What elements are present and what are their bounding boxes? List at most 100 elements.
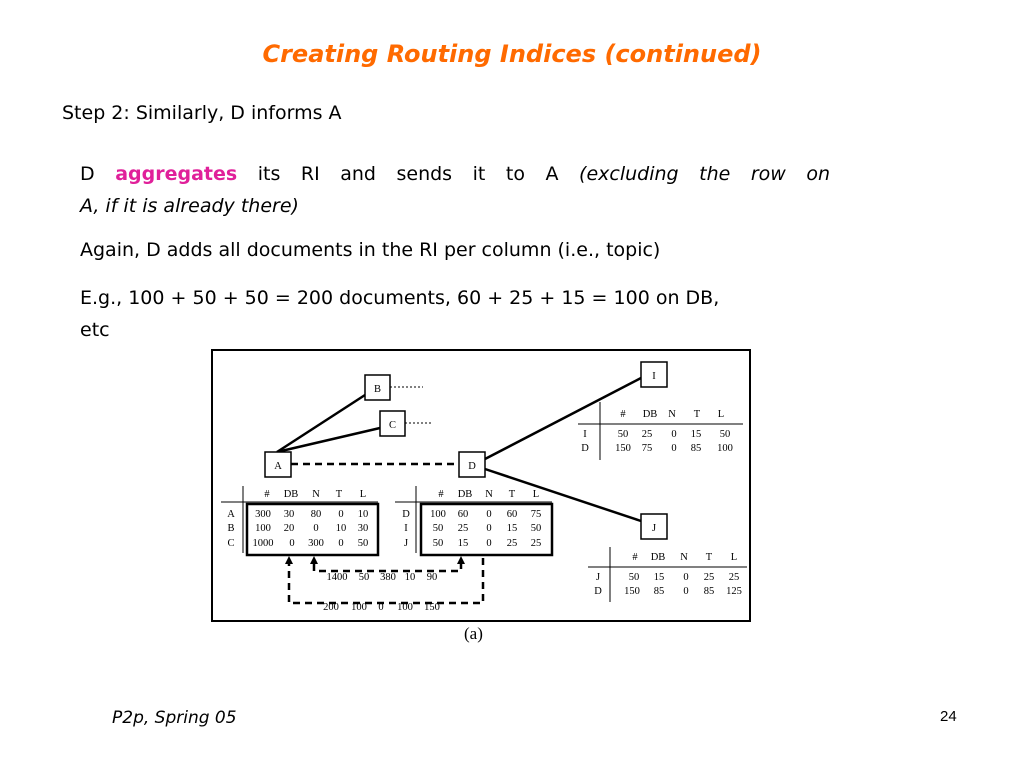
svg-text:0: 0 [486, 538, 491, 549]
arrowhead-to-table-d-icon [457, 556, 465, 564]
edge-d-j [484, 467, 642, 523]
svg-text:L: L [360, 489, 366, 500]
svg-text:10: 10 [358, 509, 369, 520]
message-loop-upper: 1400 50 380 10 90 [310, 556, 465, 583]
routing-index-diagram: B C A D I J # DB N [221, 361, 747, 613]
bullet-2: Again, D adds all documents in the RI pe… [80, 239, 661, 261]
svg-text:25: 25 [642, 429, 653, 440]
svg-text:150: 150 [624, 586, 640, 597]
bullet-1-italic-1: (excluding the row on [579, 163, 831, 185]
svg-text:DB: DB [284, 489, 299, 500]
footer-course: P2p, Spring 05 [112, 708, 237, 728]
svg-text:0: 0 [683, 586, 688, 597]
svg-text:100: 100 [430, 509, 446, 520]
bullet-1-line-1: D aggregates its RI and sends it to A (e… [80, 158, 830, 190]
svg-text:L: L [533, 489, 539, 500]
svg-text:D: D [581, 443, 589, 454]
table-a-row: A 300 30 80 0 10 [227, 509, 368, 520]
arrowhead-lower-to-table-a-icon [285, 556, 293, 564]
svg-text:85: 85 [704, 586, 715, 597]
svg-text:50: 50 [618, 429, 629, 440]
svg-text:30: 30 [284, 509, 295, 520]
svg-text:100: 100 [717, 443, 733, 454]
svg-text:50: 50 [359, 572, 370, 583]
bullet-3-line-1: E.g., 100 + 50 + 50 = 200 documents, 60 … [80, 287, 720, 309]
svg-text:1000: 1000 [253, 538, 274, 549]
svg-text:75: 75 [642, 443, 653, 454]
svg-text:0: 0 [338, 509, 343, 520]
svg-text:B: B [374, 384, 381, 395]
svg-text:J: J [596, 572, 600, 583]
svg-text:15: 15 [507, 523, 518, 534]
svg-text:D: D [402, 509, 410, 520]
table-a-header: # DB N T L [264, 489, 366, 500]
svg-text:150: 150 [424, 602, 440, 613]
svg-text:15: 15 [691, 429, 702, 440]
svg-text:10: 10 [336, 523, 347, 534]
svg-text:#: # [620, 409, 626, 420]
table-d-row: D 100 60 0 60 75 [402, 509, 541, 520]
page-number: 24 [940, 708, 957, 725]
bullet-1-italic-2: A, if it is already there) [80, 195, 299, 217]
node-b: B [364, 374, 391, 401]
svg-text:J: J [404, 538, 408, 549]
svg-text:15: 15 [654, 572, 665, 583]
svg-text:DB: DB [643, 409, 658, 420]
routing-table-i: # DB N T L I 50 25 0 15 50 D 150 75 0 85… [578, 402, 743, 460]
svg-text:0: 0 [486, 509, 491, 520]
svg-text:#: # [264, 489, 270, 500]
svg-text:25: 25 [531, 538, 542, 549]
svg-text:#: # [632, 552, 638, 563]
table-a-row: C 1000 0 300 0 50 [227, 538, 368, 549]
svg-text:85: 85 [654, 586, 665, 597]
svg-text:75: 75 [531, 509, 542, 520]
message-lower-values: 200 100 0 100 150 [323, 602, 440, 613]
svg-text:0: 0 [338, 538, 343, 549]
svg-text:25: 25 [704, 572, 715, 583]
step-heading: Step 2: Similarly, D informs A [62, 102, 342, 124]
svg-text:90: 90 [427, 572, 438, 583]
svg-text:0: 0 [683, 572, 688, 583]
svg-text:10: 10 [405, 572, 416, 583]
bullet-1-keyword: aggregates [115, 163, 238, 185]
bullet-1-mid: its RI and sends it to A [257, 163, 559, 185]
svg-text:30: 30 [358, 523, 369, 534]
svg-text:50: 50 [433, 538, 444, 549]
table-j-header: # DB N T L [632, 552, 737, 563]
svg-text:0: 0 [671, 443, 676, 454]
svg-text:D: D [594, 586, 602, 597]
svg-text:I: I [404, 523, 408, 534]
svg-text:#: # [438, 489, 444, 500]
svg-text:50: 50 [433, 523, 444, 534]
svg-text:L: L [718, 409, 724, 420]
bullet-3-line-2: etc [80, 319, 110, 341]
node-a: A [264, 451, 292, 478]
routing-table-j: # DB N T L J 50 15 0 25 25 D 150 85 0 85… [588, 547, 747, 602]
svg-text:50: 50 [531, 523, 542, 534]
svg-text:C: C [227, 538, 234, 549]
svg-text:N: N [312, 489, 320, 500]
table-j-row: J 50 15 0 25 25 [596, 572, 739, 583]
svg-text:T: T [509, 489, 516, 500]
table-a-highlight [245, 502, 380, 557]
svg-text:L: L [731, 552, 737, 563]
svg-text:25: 25 [507, 538, 518, 549]
svg-text:85: 85 [691, 443, 702, 454]
edge-d-i [484, 376, 642, 461]
svg-text:N: N [668, 409, 676, 420]
svg-text:0: 0 [289, 538, 294, 549]
svg-text:A: A [227, 509, 235, 520]
svg-text:T: T [706, 552, 713, 563]
edge-a-c [276, 426, 381, 454]
message-upper-values: 1400 50 380 10 90 [327, 572, 438, 583]
svg-text:DB: DB [458, 489, 473, 500]
svg-text:B: B [227, 523, 234, 534]
table-d-header: # DB N T L [438, 489, 539, 500]
svg-text:0: 0 [671, 429, 676, 440]
routing-table-a: # DB N T L A 300 30 80 0 10 B 100 20 0 1… [221, 486, 380, 557]
svg-text:60: 60 [507, 509, 518, 520]
table-d-row: I 50 25 0 15 50 [404, 523, 541, 534]
message-loop-lower: 200 100 0 100 150 [285, 556, 485, 613]
table-d-highlight [419, 502, 554, 557]
svg-text:50: 50 [629, 572, 640, 583]
